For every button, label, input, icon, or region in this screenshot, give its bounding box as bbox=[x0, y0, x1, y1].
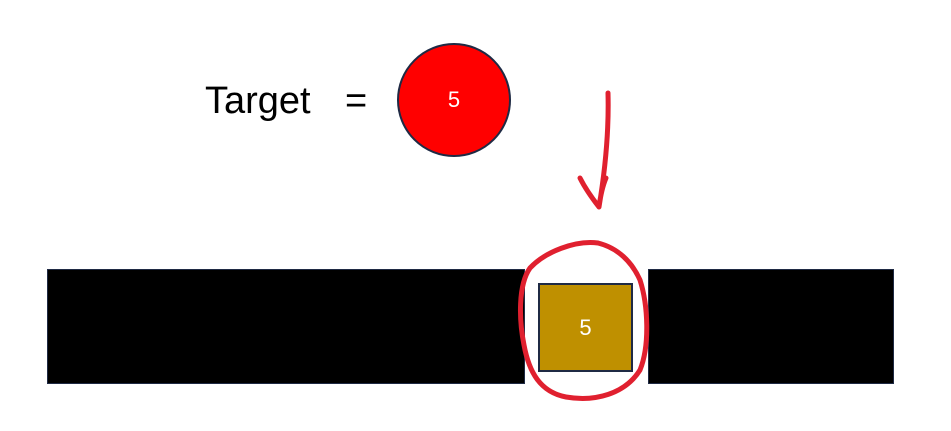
equals-sign: = bbox=[345, 80, 368, 122]
found-element-value: 5 bbox=[579, 314, 592, 340]
found-element-box: 5 bbox=[538, 283, 633, 372]
array-segment-right bbox=[648, 269, 894, 384]
hand-drawn-arrow-icon bbox=[577, 90, 611, 210]
target-label: Target bbox=[205, 80, 311, 122]
target-value: 5 bbox=[447, 87, 461, 112]
target-circle: 5 bbox=[397, 43, 511, 157]
array-segment-left bbox=[47, 269, 525, 384]
